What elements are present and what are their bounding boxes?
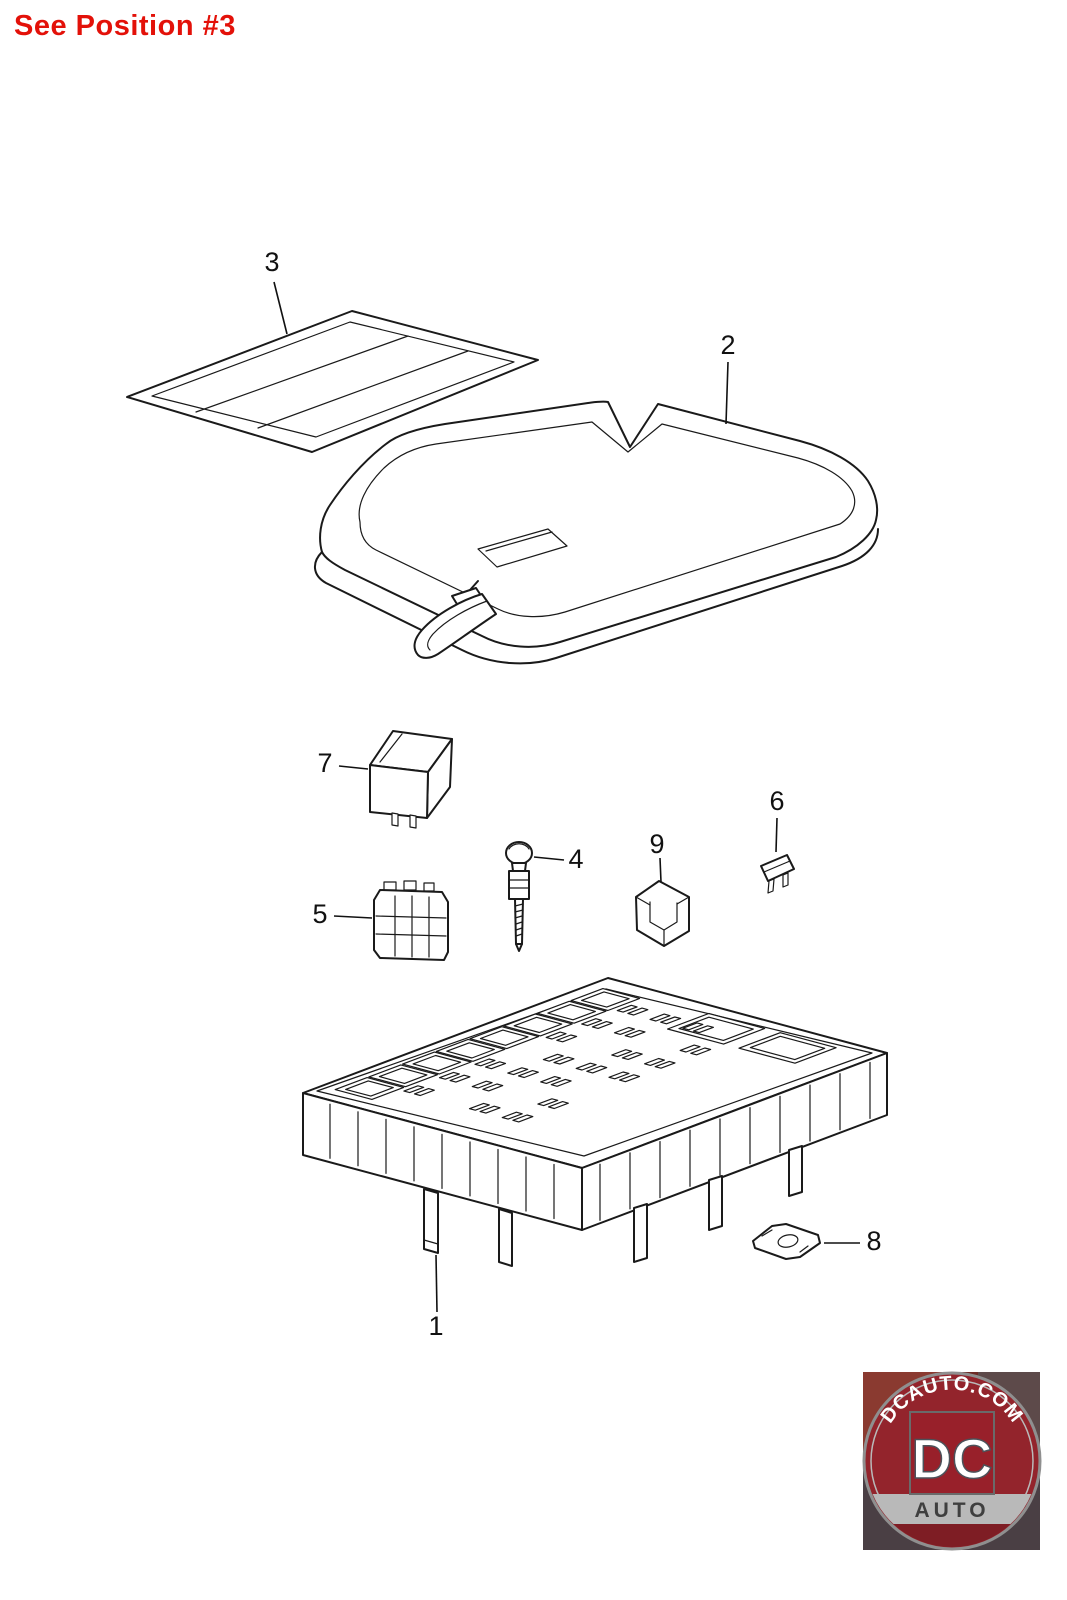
slot-mark <box>553 1056 575 1065</box>
slot-mark <box>378 1067 428 1084</box>
part-relay <box>369 730 453 829</box>
slot-mark <box>581 1018 603 1027</box>
slot-mark <box>474 1058 496 1067</box>
slot-mark <box>613 1026 635 1035</box>
part-clip <box>752 1223 821 1260</box>
slot-mark <box>537 1098 559 1107</box>
slot-mark <box>624 1029 646 1038</box>
part-fuse <box>760 854 795 894</box>
slot-mark <box>591 1021 613 1029</box>
callout-2-label: 2 <box>720 330 735 360</box>
slot-mark <box>334 1077 405 1100</box>
callout-7-label: 7 <box>317 748 332 778</box>
logo-gray-band <box>866 1494 1038 1524</box>
slot-mark <box>586 1065 608 1074</box>
part-sensor <box>505 841 533 952</box>
slot-mark <box>545 1031 567 1040</box>
carrier-legs <box>423 1145 803 1267</box>
dcauto-logo: DCAUTO.COM DC AUTO <box>862 1371 1042 1551</box>
slot-mark <box>616 1004 638 1013</box>
slot-mark <box>345 1080 394 1097</box>
callout-4-leader <box>533 856 565 861</box>
slot-mark <box>517 1070 539 1079</box>
slot-mark <box>547 1101 569 1110</box>
part-connector-block <box>373 880 449 961</box>
slot-mark <box>469 1026 540 1050</box>
slot-mark <box>479 1105 501 1114</box>
slot-mark <box>649 1013 671 1022</box>
cover-latch <box>413 580 497 659</box>
slot-mark <box>485 1061 507 1070</box>
callout-1-label: 1 <box>428 1311 443 1341</box>
callout-6-label: 6 <box>769 786 784 816</box>
slot-mark <box>581 991 630 1008</box>
slot-mark <box>403 1085 425 1094</box>
part-label-sheet <box>126 310 539 453</box>
slot-mark <box>435 1038 506 1062</box>
slot-mark <box>402 1051 472 1075</box>
callouts: 3 2 7 5 4 9 6 1 8 <box>264 247 881 1341</box>
slot-mark <box>412 1054 462 1072</box>
slot-mark <box>482 1083 504 1092</box>
callout-2-leader <box>725 361 729 425</box>
part-fuse-carrier <box>302 977 888 1267</box>
slot-mark <box>503 1013 573 1037</box>
slot-mark <box>575 1062 597 1071</box>
callout-4-label: 4 <box>568 844 583 874</box>
slot-mark <box>542 1053 564 1062</box>
callout-3-leader <box>273 281 288 335</box>
callout-1-leader <box>435 1254 438 1313</box>
logo-sub-text: AUTO <box>914 1499 989 1522</box>
callout-6-leader <box>775 817 778 853</box>
slot-mark <box>468 1102 490 1111</box>
slot-mark <box>644 1057 665 1066</box>
slot-mark <box>513 1016 563 1034</box>
slot-mark <box>501 1111 523 1120</box>
slot-mark <box>507 1067 529 1076</box>
slot-mark <box>570 988 641 1012</box>
slot-mark <box>611 1049 633 1058</box>
slot-mark <box>660 1016 682 1025</box>
slot-mark <box>682 1022 704 1031</box>
part-cover <box>314 400 879 665</box>
slot-mark <box>667 1012 766 1045</box>
callout-8-label: 8 <box>866 1226 881 1256</box>
slot-mark <box>738 1032 837 1064</box>
slot-mark <box>471 1080 493 1089</box>
slot-mark <box>479 1029 529 1046</box>
slot-mark <box>692 1025 714 1034</box>
slot-mark <box>413 1088 435 1097</box>
slot-mark <box>749 1035 826 1061</box>
slot-mark <box>608 1071 630 1080</box>
callout-9-label: 9 <box>649 829 664 859</box>
slot-mark <box>678 1016 754 1041</box>
fuse-slot-pattern <box>329 988 871 1221</box>
callout-7-leader <box>338 765 369 770</box>
slot-mark <box>438 1071 460 1080</box>
slot-mark <box>619 1074 641 1083</box>
slot-mark <box>540 1076 562 1084</box>
logo-dc-panel <box>909 1411 995 1495</box>
callout-3-label: 3 <box>264 247 279 277</box>
slot-mark <box>690 1047 712 1056</box>
slot-mark <box>446 1042 495 1059</box>
callout-9-leader <box>659 857 662 883</box>
part-bracket <box>635 880 690 947</box>
callout-5-label: 5 <box>312 899 327 929</box>
slot-mark <box>368 1064 438 1088</box>
slot-mark <box>449 1074 471 1083</box>
callout-5-leader <box>333 915 373 919</box>
slot-mark <box>654 1060 676 1069</box>
slot-mark <box>536 1000 607 1024</box>
slot-mark <box>547 1004 596 1021</box>
logo-brand-text: DC <box>912 1427 993 1490</box>
slot-mark <box>512 1114 534 1123</box>
slot-mark <box>627 1007 649 1016</box>
slot-mark <box>679 1044 701 1053</box>
slot-mark <box>550 1078 572 1087</box>
slot-mark <box>556 1034 578 1043</box>
position-note: See Position #3 <box>14 10 236 42</box>
slot-mark <box>621 1052 643 1060</box>
